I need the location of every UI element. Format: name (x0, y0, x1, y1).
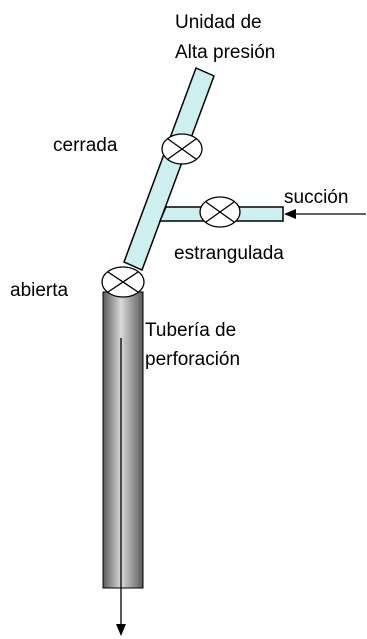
drill-pipe-label-line1: Tubería de (145, 320, 236, 341)
suction-arrow-icon (284, 209, 296, 219)
unit-label-line1: Unidad de (175, 12, 262, 33)
unit-label-line2: Alta presión (175, 42, 275, 63)
throttled-valve-label: estrangulada (174, 243, 284, 264)
flow-arrow-down-icon (116, 624, 126, 636)
open-valve-label: abierta (10, 280, 69, 301)
drill-pipe-label-line2: perforación (145, 349, 240, 370)
high-pressure-line (123, 66, 215, 272)
suction-label: succión (284, 187, 348, 208)
drill-pipe (102, 291, 144, 589)
valve-throttled-icon (199, 196, 241, 228)
valve-open-icon (101, 266, 145, 298)
closed-valve-label: cerrada (53, 135, 118, 156)
valve-closed-icon (161, 133, 203, 165)
